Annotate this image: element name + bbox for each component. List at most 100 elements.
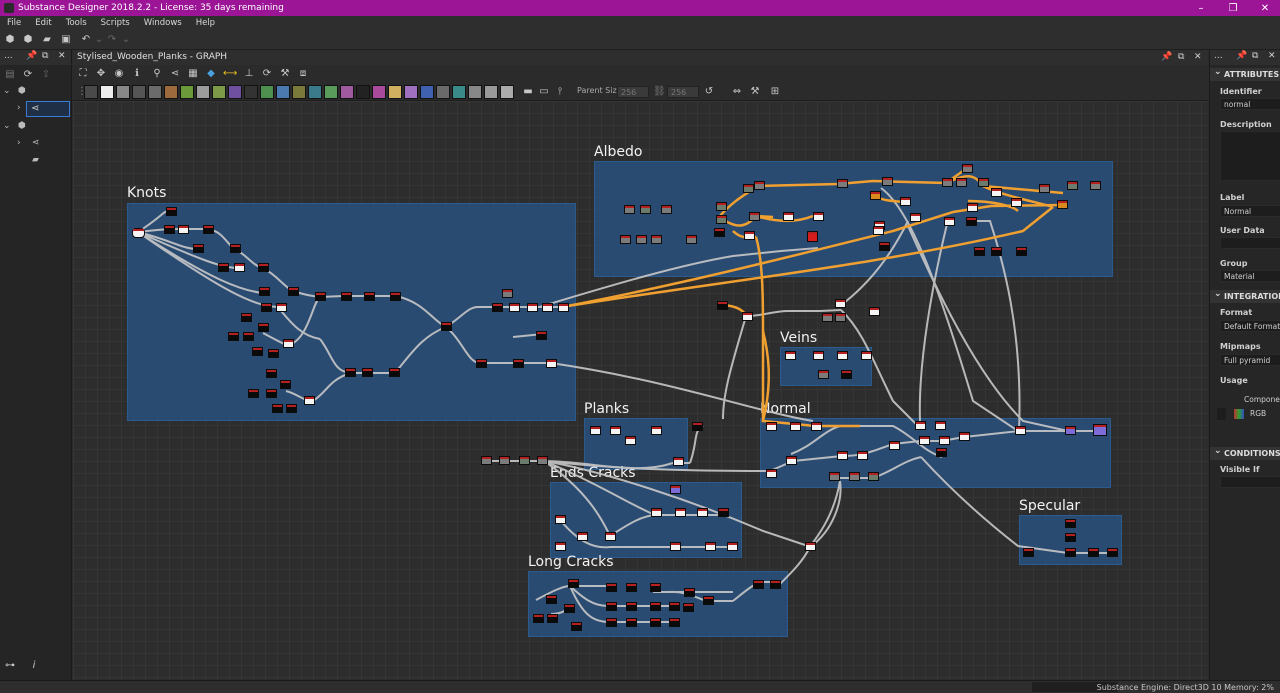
- explorer-menu-dots[interactable]: ...: [4, 51, 13, 61]
- albedo-node[interactable]: [1011, 198, 1022, 207]
- knots-node[interactable]: [288, 287, 299, 296]
- albedo-node[interactable]: [974, 247, 985, 256]
- hierarchy-icon[interactable]: ⋖: [170, 68, 180, 79]
- identifier-field[interactable]: normal: [1220, 98, 1280, 110]
- components-value[interactable]: RGB: [1250, 409, 1267, 418]
- normal-node[interactable]: [889, 441, 900, 450]
- frame-veins[interactable]: [780, 347, 872, 386]
- long-cracks-node[interactable]: [546, 595, 557, 604]
- normal-node[interactable]: [790, 422, 801, 431]
- albedo-node[interactable]: [714, 228, 725, 237]
- normal-output-node[interactable]: [1093, 424, 1107, 436]
- info-toggle-icon[interactable]: ℹ: [135, 68, 139, 79]
- undo-dropdown-icon[interactable]: ⌄: [94, 34, 104, 45]
- label-field[interactable]: Normal: [1220, 205, 1280, 217]
- info-icon[interactable]: i: [32, 660, 36, 671]
- tree-icon[interactable]: ⊶: [5, 660, 15, 671]
- package-expand-icon[interactable]: ⌄: [3, 86, 11, 96]
- albedo-node[interactable]: [651, 235, 662, 244]
- export-icon[interactable]: ⧈: [299, 68, 307, 79]
- knots-node[interactable]: [248, 389, 259, 398]
- parent-size-select-2[interactable]: 256: [667, 86, 699, 98]
- knots-node[interactable]: [536, 331, 547, 340]
- albedo-node[interactable]: [1090, 181, 1101, 190]
- redo-icon[interactable]: ↷: [107, 34, 117, 45]
- graph-instance-icon[interactable]: [500, 85, 514, 99]
- new-package-icon[interactable]: ⬢: [5, 34, 15, 45]
- knots-node[interactable]: [266, 389, 277, 398]
- normal-node[interactable]: [919, 436, 930, 445]
- hsl-icon[interactable]: [228, 85, 242, 99]
- planks-input-node[interactable]: [519, 456, 530, 465]
- long-cracks-node[interactable]: [547, 614, 558, 623]
- section-attributes[interactable]: ATTRIBUTES: [1210, 66, 1280, 81]
- node[interactable]: [835, 299, 846, 308]
- long-cracks-node[interactable]: [650, 602, 661, 611]
- ends-cracks-node[interactable]: [605, 532, 616, 541]
- resources-folder-icon[interactable]: ▰: [32, 155, 39, 165]
- ends-cracks-node[interactable]: [727, 542, 738, 551]
- close-panel-icon[interactable]: ✕: [58, 51, 66, 61]
- veins-node[interactable]: [818, 370, 829, 379]
- format-select[interactable]: Default Format: [1220, 320, 1280, 332]
- publish-icon[interactable]: ⇪: [41, 69, 51, 80]
- long-cracks-node[interactable]: [533, 614, 544, 623]
- text-icon[interactable]: [388, 85, 402, 99]
- maximize-icon[interactable]: ❐: [1228, 2, 1238, 14]
- knots-node[interactable]: [542, 303, 553, 312]
- menu-file[interactable]: File: [7, 18, 22, 28]
- planks-node[interactable]: [610, 426, 621, 435]
- knots-input-node[interactable]: [132, 228, 145, 238]
- planks-input-node[interactable]: [499, 456, 510, 465]
- knots-node[interactable]: [558, 303, 569, 312]
- knots-node[interactable]: [341, 292, 352, 301]
- node[interactable]: [717, 301, 728, 310]
- albedo-node[interactable]: [910, 213, 921, 222]
- planks-input-node[interactable]: [537, 456, 548, 465]
- node[interactable]: [873, 226, 884, 235]
- pin-node-icon[interactable]: ⫯: [557, 86, 563, 97]
- frame-planks[interactable]: [584, 418, 688, 470]
- frame-knots[interactable]: [127, 203, 576, 421]
- knots-node[interactable]: [509, 303, 520, 312]
- ends-cracks-node[interactable]: [555, 542, 566, 551]
- knots-node[interactable]: [492, 303, 503, 312]
- attributes-pin-icon[interactable]: 📌: [1236, 51, 1248, 61]
- long-cracks-node[interactable]: [571, 622, 582, 631]
- node[interactable]: [879, 242, 890, 251]
- uniform-color-icon[interactable]: [100, 85, 114, 99]
- parent-size-select[interactable]: 256: [617, 86, 649, 98]
- knots-node[interactable]: [390, 292, 401, 301]
- knots-node[interactable]: [243, 332, 254, 341]
- long-cracks-node[interactable]: [650, 618, 661, 627]
- group-field[interactable]: Material: [1220, 270, 1280, 282]
- input-value-icon[interactable]: [420, 85, 434, 99]
- close-icon[interactable]: ✕: [1260, 2, 1270, 14]
- veins-node[interactable]: [813, 351, 824, 360]
- ends-cracks-node[interactable]: [670, 485, 681, 494]
- fit-selection-icon[interactable]: ✥: [96, 68, 106, 79]
- pin-icon[interactable]: 📌: [26, 51, 38, 61]
- specular-node[interactable]: [1088, 548, 1099, 557]
- node-options-icon[interactable]: ⚒: [750, 86, 760, 97]
- albedo-node[interactable]: [1057, 200, 1068, 209]
- knots-node[interactable]: [203, 225, 214, 234]
- node[interactable]: [742, 312, 753, 321]
- knots-node[interactable]: [258, 263, 269, 272]
- gradient-map-icon[interactable]: [212, 85, 226, 99]
- blend-icon[interactable]: [116, 85, 130, 99]
- albedo-node[interactable]: [882, 177, 893, 186]
- long-cracks-node[interactable]: [703, 596, 714, 605]
- undo-icon[interactable]: ↶: [81, 34, 91, 45]
- knots-node[interactable]: [164, 225, 175, 234]
- graph-pin-icon[interactable]: 📌: [1161, 52, 1173, 62]
- graph-item-selected[interactable]: ⋖: [26, 101, 70, 117]
- albedo-node[interactable]: [1039, 184, 1050, 193]
- normal-node[interactable]: [915, 421, 926, 430]
- knots-node[interactable]: [476, 359, 487, 368]
- tools-icon[interactable]: ⚒: [280, 68, 290, 79]
- knots-node[interactable]: [230, 244, 241, 253]
- knots-node[interactable]: [441, 322, 452, 331]
- planks-input-node[interactable]: [481, 456, 492, 465]
- albedo-node[interactable]: [991, 188, 1002, 197]
